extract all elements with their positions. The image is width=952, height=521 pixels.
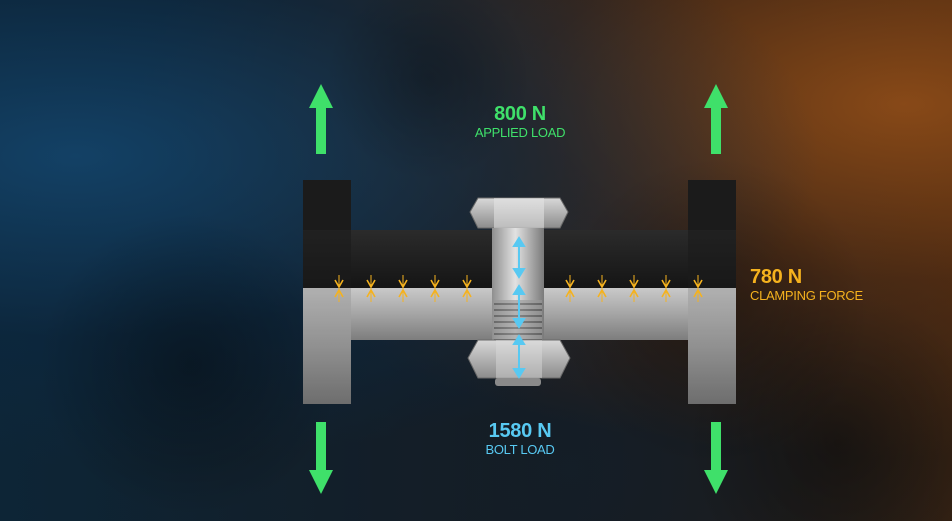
bolt-arrow [512,334,526,379]
applied-load-caption: APPLIED LOAD [474,125,566,140]
clamp-arrow [398,275,408,302]
clamp-arrow [661,275,671,302]
bolt-load-arrows [512,236,526,379]
clamping-force-label: 780 N CLAMPING FORCE [750,266,870,304]
clamp-arrow [629,275,639,302]
clamping-force-arrows [334,275,703,302]
clamp-arrow [334,275,344,302]
clamp-arrow [430,275,440,302]
clamp-arrow [462,275,472,302]
clamping-force-caption: CLAMPING FORCE [750,288,863,303]
bolt-load-label: 1580 N BOLT LOAD [450,420,590,458]
clamp-arrow [565,275,575,302]
arrow-up-icon [309,84,333,154]
bolt-head [469,197,569,229]
clamping-force-value: 780 N [750,266,802,288]
applied-load-value: 800 N [494,103,546,125]
applied-load-label: 800 N APPLIED LOAD [450,103,590,141]
bolt-arrow [512,284,526,329]
clamp-arrow [366,275,376,302]
arrow-down-icon [704,422,728,494]
clamp-arrow [693,275,703,302]
bolt-load-caption: BOLT LOAD [485,442,555,457]
arrow-up-icon [704,84,728,154]
arrow-down-icon [309,422,333,494]
bolt-arrow [512,236,526,279]
clamp-arrow [597,275,607,302]
bolt-load-value: 1580 N [488,420,552,442]
